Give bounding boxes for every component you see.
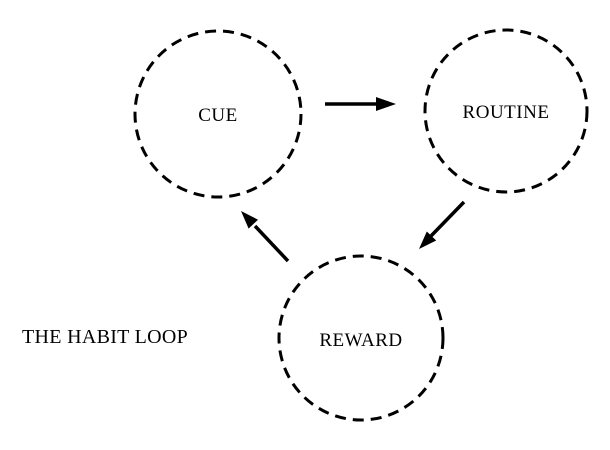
node-routine: ROUTINE: [423, 28, 589, 194]
routine-circle: [423, 28, 589, 194]
arrow-routine-to-reward: [419, 200, 466, 249]
arrow-routine-to-reward-shaft: [429, 200, 466, 238]
node-reward: REWARD: [277, 254, 445, 422]
arrow-reward-to-cue-shaft: [253, 224, 290, 263]
arrow-cue-to-routine: [325, 97, 396, 111]
cue-circle: [133, 29, 303, 199]
routine-label: ROUTINE: [463, 102, 550, 123]
diagram-title: THE HABIT LOOP: [22, 326, 188, 348]
arrow-cue-to-routine-head: [376, 97, 396, 111]
reward-circle: [277, 254, 445, 422]
reward-label: REWARD: [319, 330, 402, 351]
cue-label: CUE: [198, 105, 238, 126]
arrow-reward-to-cue: [241, 211, 290, 263]
node-cue: CUE: [133, 29, 303, 199]
arrow-reward-to-cue-head: [241, 211, 258, 229]
arrow-routine-to-reward-head: [419, 231, 437, 249]
